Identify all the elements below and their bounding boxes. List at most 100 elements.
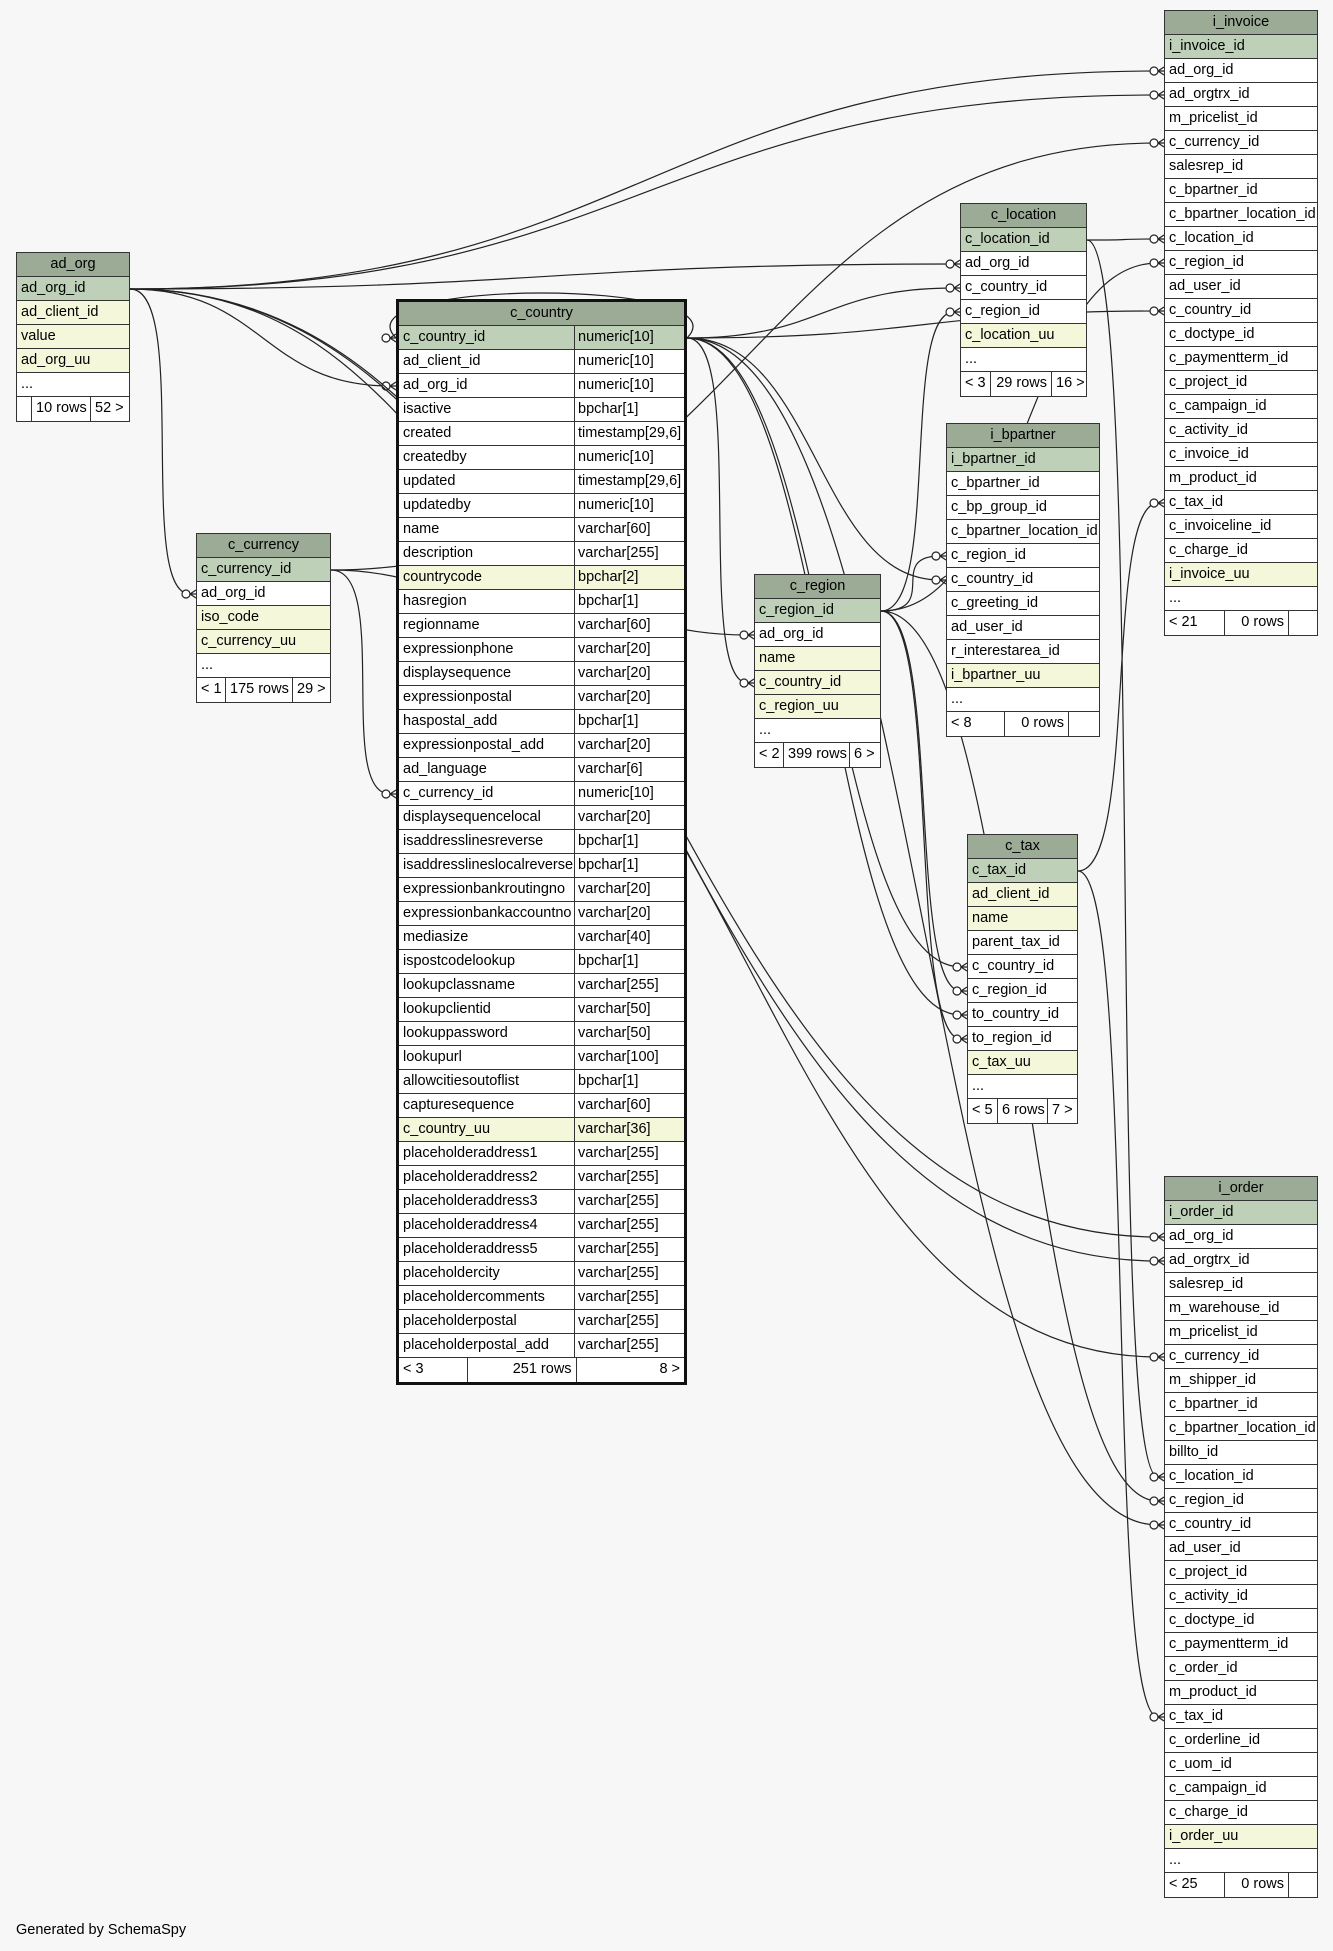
column-row[interactable]: r_interestarea_id — [947, 640, 1099, 664]
column-row[interactable]: ad_orgtrx_id — [1165, 1249, 1317, 1273]
column-row[interactable]: m_product_id — [1165, 467, 1317, 491]
column-row[interactable]: c_location_uu — [961, 324, 1086, 348]
column-row[interactable]: i_invoice_uu — [1165, 563, 1317, 587]
column-row[interactable]: c_project_id — [1165, 371, 1317, 395]
table-title[interactable]: c_region — [755, 575, 880, 599]
column-row[interactable]: c_region_id — [1165, 1489, 1317, 1513]
column-row[interactable]: c_bpartner_id — [947, 472, 1099, 496]
column-row[interactable]: ... — [17, 373, 129, 397]
column-row[interactable]: parent_tax_id — [968, 931, 1077, 955]
column-row[interactable]: i_order_id — [1165, 1201, 1317, 1225]
column-row[interactable]: billto_id — [1165, 1441, 1317, 1465]
column-row[interactable]: c_activity_id — [1165, 1585, 1317, 1609]
column-row[interactable]: ad_org_uu — [17, 349, 129, 373]
column-row[interactable]: c_country_id — [968, 955, 1077, 979]
column-row[interactable]: c_bpartner_id — [1165, 1393, 1317, 1417]
column-row[interactable]: c_campaign_id — [1165, 1777, 1317, 1801]
column-row[interactable]: c_region_uu — [755, 695, 880, 719]
column-row[interactable]: c_country_id — [1165, 299, 1317, 323]
column-row[interactable]: ad_org_id — [961, 252, 1086, 276]
column-row[interactable]: c_region_id — [961, 300, 1086, 324]
column-row[interactable]: c_currency_id — [197, 558, 330, 582]
column-row[interactable]: ad_orgtrx_id — [1165, 83, 1317, 107]
column-row[interactable]: c_doctype_id — [1165, 323, 1317, 347]
column-row[interactable]: ad_user_id — [1165, 1537, 1317, 1561]
column-row[interactable]: c_currency_id — [1165, 131, 1317, 155]
column-row[interactable]: ad_org_id — [1165, 59, 1317, 83]
column-row[interactable]: c_invoiceline_id — [1165, 515, 1317, 539]
column-row[interactable]: c_location_id — [1165, 1465, 1317, 1489]
column-row[interactable]: ad_user_id — [947, 616, 1099, 640]
column-row[interactable]: ... — [947, 688, 1099, 712]
column-row[interactable]: c_doctype_id — [1165, 1609, 1317, 1633]
table-title[interactable]: c_currency — [197, 534, 330, 558]
column-row[interactable]: ... — [197, 654, 330, 678]
column-row[interactable]: c_orderline_id — [1165, 1729, 1317, 1753]
column-row[interactable]: c_bpartner_id — [1165, 179, 1317, 203]
table-title[interactable]: i_order — [1165, 1177, 1317, 1201]
column-row[interactable]: c_tax_id — [1165, 1705, 1317, 1729]
column-row[interactable]: c_tax_id — [1165, 491, 1317, 515]
column-row[interactable]: c_paymentterm_id — [1165, 347, 1317, 371]
column-row[interactable]: c_country_id — [947, 568, 1099, 592]
column-row[interactable]: i_invoice_id — [1165, 35, 1317, 59]
column-row[interactable]: name — [755, 647, 880, 671]
column-row[interactable]: salesrep_id — [1165, 1273, 1317, 1297]
column-row[interactable]: c_charge_id — [1165, 1801, 1317, 1825]
column-row[interactable]: name — [968, 907, 1077, 931]
column-row[interactable]: c_bpartner_location_id — [1165, 1417, 1317, 1441]
column-row[interactable]: c_tax_id — [968, 859, 1077, 883]
column-row[interactable]: ... — [968, 1075, 1077, 1099]
column-row[interactable]: ad_user_id — [1165, 275, 1317, 299]
column-row[interactable]: c_currency_uu — [197, 630, 330, 654]
column-row[interactable]: ... — [961, 348, 1086, 372]
column-row[interactable]: c_greeting_id — [947, 592, 1099, 616]
table-title[interactable]: c_location — [961, 204, 1086, 228]
column-row[interactable]: m_warehouse_id — [1165, 1297, 1317, 1321]
column-row[interactable]: m_pricelist_id — [1165, 107, 1317, 131]
column-row[interactable]: c_country_id — [1165, 1513, 1317, 1537]
column-row[interactable]: c_currency_id — [1165, 1345, 1317, 1369]
column-row[interactable]: iso_code — [197, 606, 330, 630]
column-row[interactable]: m_pricelist_id — [1165, 1321, 1317, 1345]
column-row[interactable]: ad_org_id — [755, 623, 880, 647]
column-row[interactable]: ad_org_id — [197, 582, 330, 606]
column-row[interactable]: c_tax_uu — [968, 1051, 1077, 1075]
column-row[interactable]: c_uom_id — [1165, 1753, 1317, 1777]
column-row[interactable]: to_region_id — [968, 1027, 1077, 1051]
column-row[interactable]: c_bp_group_id — [947, 496, 1099, 520]
table-title[interactable]: i_invoice — [1165, 11, 1317, 35]
column-row[interactable]: c_location_id — [1165, 227, 1317, 251]
column-row[interactable]: ad_client_id — [968, 883, 1077, 907]
column-row[interactable]: c_project_id — [1165, 1561, 1317, 1585]
